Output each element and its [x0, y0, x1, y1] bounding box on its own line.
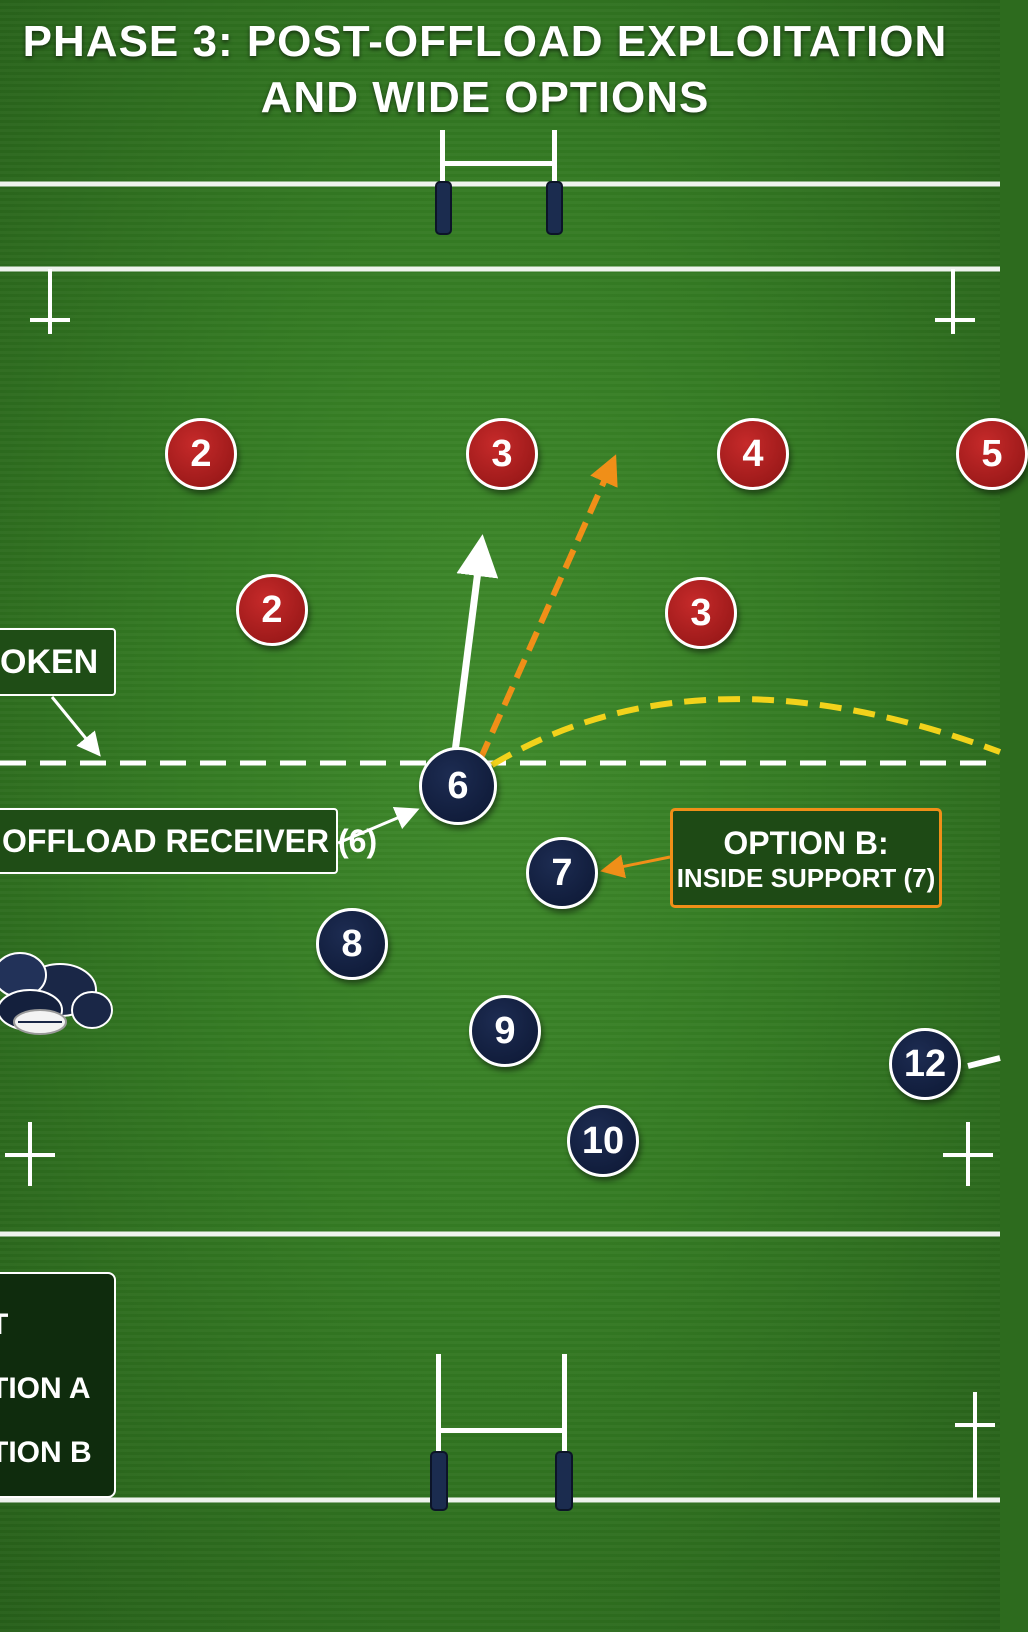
- defender-marker: 5: [956, 418, 1028, 490]
- legend-line-3: TION B: [0, 1436, 92, 1469]
- goal-posts-top: [435, 130, 563, 235]
- ruck-players: [0, 952, 113, 1035]
- option-b-pointer: [600, 854, 671, 879]
- attacker-marker-6: 6: [419, 747, 497, 825]
- diagram-title: PHASE 3: POST-OFFLOAD EXPLOITATION AND W…: [0, 14, 970, 126]
- broken-pointer: [50, 696, 101, 757]
- legend-panel: T TION A TION B: [0, 1272, 116, 1498]
- option-a-run-arrow: [477, 454, 618, 762]
- legend-line-2: TION A: [0, 1372, 91, 1405]
- option-b-title: OPTION B:: [723, 825, 889, 861]
- broken-line-label: OKEN: [0, 628, 116, 696]
- legend-line-1: T: [0, 1308, 8, 1342]
- offload-receiver-label: OFFLOAD RECEIVER (6): [0, 808, 377, 874]
- defender-marker: 4: [717, 418, 789, 490]
- attacker-marker-7: 7: [526, 837, 598, 909]
- defender-marker: 3: [665, 577, 737, 649]
- title-line-2: AND WIDE OPTIONS: [260, 73, 710, 122]
- receiver-pointer: [337, 806, 420, 845]
- hash-marks: [5, 269, 995, 1500]
- attacker-marker-10: 10: [567, 1105, 639, 1177]
- title-line-1: PHASE 3: POST-OFFLOAD EXPLOITATION: [22, 17, 948, 66]
- attacker-marker-8: 8: [316, 908, 388, 980]
- option-b-callout: OPTION B: INSIDE SUPPORT (7): [670, 808, 942, 908]
- wide-run-arrow-stub: [967, 1055, 1001, 1069]
- wide-option-arc: [490, 696, 1002, 768]
- support-run-arrow: [451, 534, 499, 753]
- defender-marker: 2: [236, 574, 308, 646]
- attacker-marker-12: 12: [889, 1028, 961, 1100]
- option-b-subtitle: INSIDE SUPPORT (7): [676, 863, 936, 893]
- defender-marker: 2: [165, 418, 237, 490]
- attacker-marker-9: 9: [469, 995, 541, 1067]
- pitch-markings: [0, 130, 1002, 1511]
- defender-marker: 3: [466, 418, 538, 490]
- goal-posts-bottom: [430, 1354, 573, 1511]
